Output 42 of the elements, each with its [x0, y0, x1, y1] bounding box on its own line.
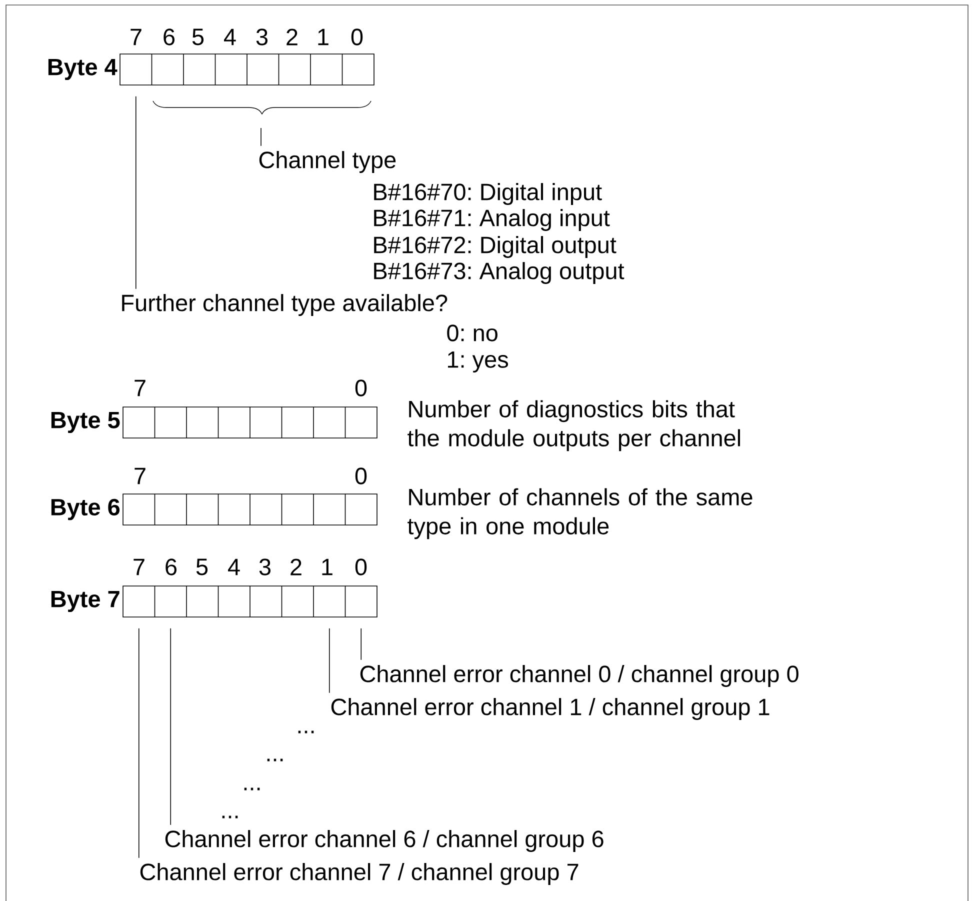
bit-number: 0	[355, 558, 367, 576]
code-text: B#16#72: Digital output	[374, 236, 616, 258]
node-label: Byte 4	[48, 58, 118, 80]
bit-number: 5	[196, 558, 208, 576]
node-label: Byte 7	[51, 590, 120, 612]
description-text: Number of channels of the same type in one module	[408, 488, 752, 540]
annotation-text: Channel error channel 6 / channel group 6	[165, 830, 604, 852]
annotation-text: Further channel type available?	[122, 294, 448, 316]
leader-line	[260, 128, 262, 146]
code-text: B#16#71: Analog input	[374, 209, 610, 231]
byte-register: Byte 5	[51, 406, 378, 438]
annotation-text: Channel type	[259, 151, 396, 173]
leader-line	[138, 628, 140, 858]
node-label: Byte 5	[51, 412, 120, 434]
description-text: Number of diagnostics bits that the module outputs per channel	[408, 400, 740, 452]
ellipsis: ...	[222, 816, 238, 818]
bit-number: 7	[134, 558, 144, 576]
leader-line	[170, 628, 172, 826]
annotation-text: Channel error channel 0 / channel group 0	[360, 665, 798, 687]
code-text: B#16#73: Analog output	[374, 262, 624, 284]
byte-register: Byte 7	[51, 586, 378, 618]
bit-number: 0	[355, 468, 367, 484]
code-text: 0: no	[447, 324, 498, 342]
leader-line	[360, 628, 362, 660]
ellipsis: ...	[244, 788, 260, 790]
byte-register: Byte 4	[48, 54, 374, 86]
bit-number: 3	[259, 558, 270, 576]
annotation-text: Channel error channel 7 / channel group 7	[140, 863, 578, 885]
bit-number: 4	[228, 558, 240, 576]
annotation-text: Channel error channel 1 / channel group 1	[331, 698, 770, 720]
node-label: Byte 6	[51, 498, 120, 520]
bit-number: 2	[290, 558, 302, 576]
leader-line	[135, 96, 136, 290]
bit-number: 6	[166, 558, 176, 576]
code-text: B#16#70: Digital input	[374, 183, 602, 205]
bit-number: 1	[322, 558, 332, 576]
byte-register: Byte 6	[51, 494, 378, 526]
ellipsis: ...	[267, 758, 283, 762]
code-text: 1: yes	[448, 351, 508, 373]
leader-line	[328, 628, 330, 694]
bit-number: 7	[134, 468, 146, 484]
ellipsis: ...	[298, 730, 314, 734]
